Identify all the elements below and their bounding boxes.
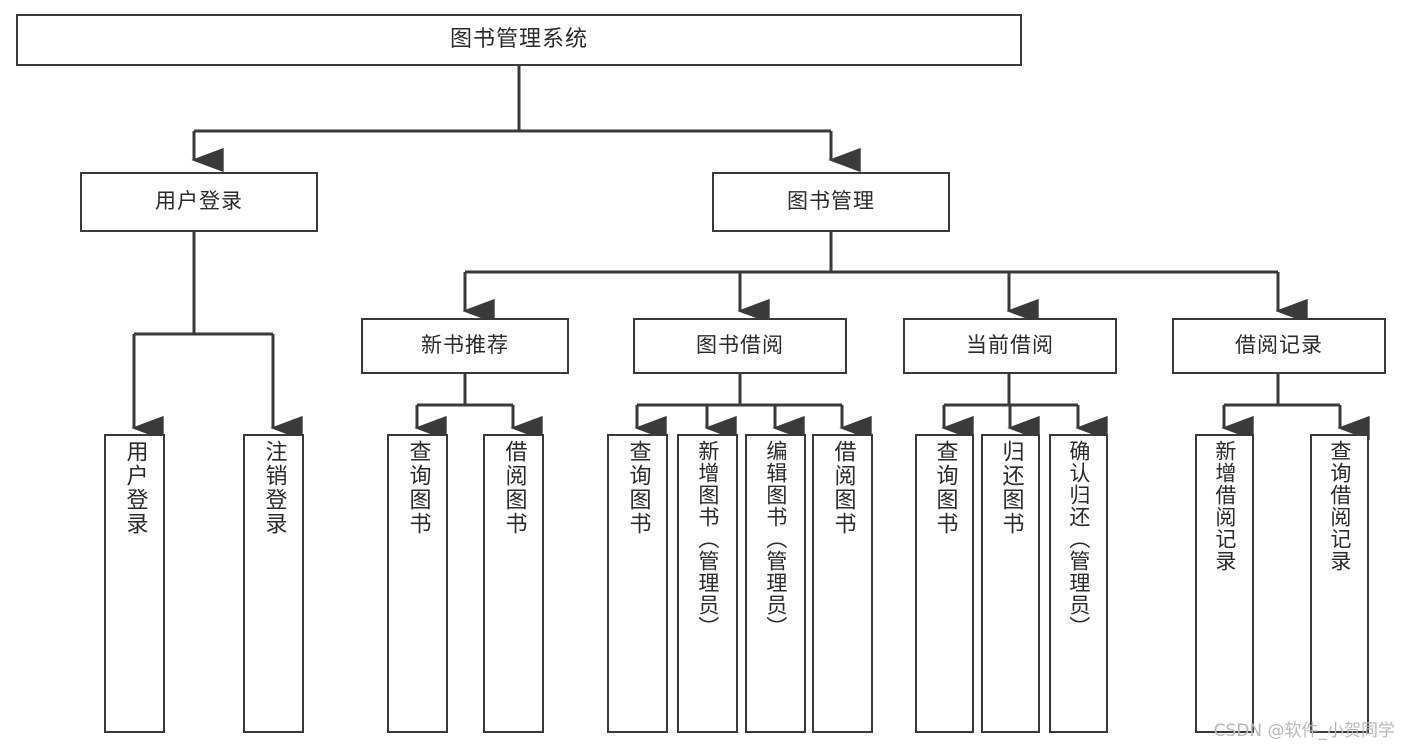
node-label: 借阅图书 xyxy=(830,440,856,536)
node-label: 编辑图书（管理员） xyxy=(763,440,788,638)
leaf-current-borrow-return-book[interactable]: 归还图书 xyxy=(981,434,1040,733)
node-label: 注销登录 xyxy=(261,440,287,536)
node-label: 确认归还（管理员） xyxy=(1066,440,1091,638)
leaf-user-login-login[interactable]: 用户登录 xyxy=(104,434,165,733)
node-label: 图书管理系统 xyxy=(449,26,588,52)
node-label: 查询图书 xyxy=(932,440,958,536)
node-root-book-management-system[interactable]: 图书管理系统 xyxy=(16,14,1022,66)
leaf-book-borrow-edit-book-admin[interactable]: 编辑图书（管理员） xyxy=(745,434,806,733)
leaf-book-borrow-add-book-admin[interactable]: 新增图书（管理员） xyxy=(677,434,738,733)
node-label: 新书推荐 xyxy=(421,333,509,358)
node-label: 查询图书 xyxy=(405,440,431,536)
leaf-book-borrow-borrow-book[interactable]: 借阅图书 xyxy=(812,434,873,733)
node-label: 查询借阅记录 xyxy=(1327,440,1352,572)
node-label: 新增借阅记录 xyxy=(1212,440,1237,572)
node-label: 借阅图书 xyxy=(501,440,527,536)
leaf-current-borrow-confirm-return-admin[interactable]: 确认归还（管理员） xyxy=(1049,434,1108,733)
leaf-borrow-record-query-record[interactable]: 查询借阅记录 xyxy=(1310,434,1369,733)
leaf-new-book-borrow-book[interactable]: 借阅图书 xyxy=(483,434,544,733)
node-borrow-record[interactable]: 借阅记录 xyxy=(1172,318,1386,374)
node-label: 当前借阅 xyxy=(966,333,1054,358)
leaf-user-login-logout[interactable]: 注销登录 xyxy=(243,434,304,733)
leaf-new-book-query-book[interactable]: 查询图书 xyxy=(387,434,448,733)
node-book-borrow[interactable]: 图书借阅 xyxy=(633,318,847,374)
leaf-book-borrow-query-book[interactable]: 查询图书 xyxy=(607,434,668,733)
node-current-borrow[interactable]: 当前借阅 xyxy=(903,318,1117,374)
node-label: 用户登录 xyxy=(122,440,148,536)
node-user-login[interactable]: 用户登录 xyxy=(80,172,318,232)
node-book-management[interactable]: 图书管理 xyxy=(712,172,950,232)
node-label: 新增图书（管理员） xyxy=(695,440,720,638)
node-label: 归还图书 xyxy=(998,440,1024,536)
node-label: 查询图书 xyxy=(625,440,651,536)
node-label: 图书借阅 xyxy=(696,333,784,358)
leaf-current-borrow-query-book[interactable]: 查询图书 xyxy=(915,434,974,733)
node-label: 用户登录 xyxy=(155,189,243,214)
node-label: 借阅记录 xyxy=(1235,333,1323,358)
node-new-book-recommend[interactable]: 新书推荐 xyxy=(361,318,569,374)
node-label: 图书管理 xyxy=(787,189,875,214)
leaf-borrow-record-add-record[interactable]: 新增借阅记录 xyxy=(1195,434,1254,733)
